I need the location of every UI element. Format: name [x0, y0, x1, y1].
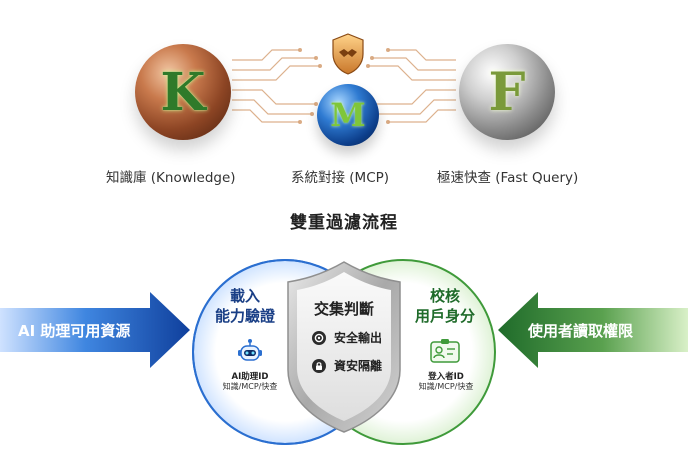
shield-item-label: 資安隔離 — [334, 359, 383, 373]
shield-item-secure-output: 安全輸出 — [312, 329, 382, 346]
lock-icon — [312, 358, 326, 373]
robot-icon — [238, 339, 262, 361]
circuit-decoration — [232, 48, 456, 124]
shield-item-label: 安全輸出 — [334, 331, 383, 345]
handshake-shield-icon — [332, 33, 364, 75]
left-sub-text: 知識/MCP/快查 — [222, 382, 278, 391]
left-arrow-label: AI 助理可用資源 — [18, 322, 131, 340]
knowledge-sphere: K — [135, 44, 231, 140]
shield-item-isolation: 資安隔離 — [312, 357, 382, 374]
right-circle-title-line1: 校核 — [429, 287, 460, 305]
knowledge-caption: 知識庫 (Knowledge) — [106, 170, 236, 186]
right-arrow-label: 使用者讀取權限 — [528, 322, 634, 340]
fast-query-caption: 極速快查 (Fast Query) — [437, 170, 579, 186]
knowledge-letter: K — [160, 61, 206, 123]
mcp-sphere: M — [317, 84, 379, 146]
right-arrow-shape — [498, 292, 688, 368]
mcp-letter: M — [330, 96, 366, 134]
left-circle-title-line2: 能力驗證 — [214, 307, 275, 325]
section-title: 雙重過濾流程 — [290, 213, 398, 233]
left-circle-title: 載入 能力驗證 — [212, 286, 278, 326]
id-card-icon — [430, 339, 460, 363]
right-circle-title-line2: 用戶身分 — [414, 307, 475, 325]
mcp-caption: 系統對接 (MCP) — [291, 170, 390, 186]
left-sub-title: AI助理ID — [231, 372, 269, 382]
left-arrow-shape — [0, 292, 190, 368]
target-icon — [312, 330, 326, 345]
fast-query-letter: F — [488, 61, 526, 123]
left-circle-title-line1: 載入 — [229, 287, 260, 305]
right-sub-text: 知識/MCP/快查 — [418, 382, 474, 391]
right-sub-title: 登入者ID — [428, 372, 464, 382]
fast-query-sphere: F — [459, 44, 555, 140]
dual-filter-diagram — [0, 259, 688, 445]
shield-title: 交集判斷 — [313, 300, 374, 318]
right-circle-title: 校核 用戶身分 — [412, 286, 478, 326]
